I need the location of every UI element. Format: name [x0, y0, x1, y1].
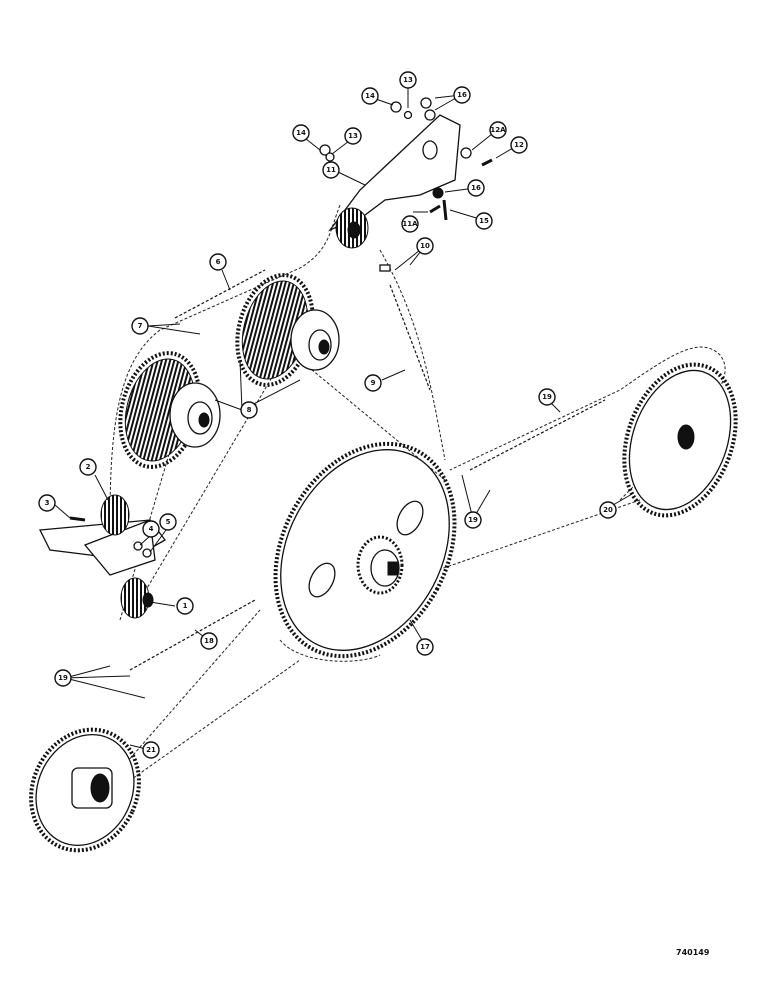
callout-13-left: 13	[344, 127, 362, 145]
svg-text:12A: 12A	[490, 126, 506, 134]
svg-text:17: 17	[420, 643, 430, 651]
svg-text:7: 7	[138, 322, 143, 330]
callout-12A: 12A	[489, 121, 507, 139]
callout-11A: 11A	[401, 215, 419, 233]
callout-11: 11	[322, 161, 340, 179]
clutch-sprocket-left	[118, 351, 221, 469]
svg-text:18: 18	[204, 637, 214, 645]
svg-text:19: 19	[468, 516, 478, 524]
svg-text:19: 19	[542, 393, 552, 401]
callout-9: 9	[364, 374, 382, 392]
sprocket-21	[29, 727, 141, 853]
svg-text:11: 11	[326, 166, 336, 174]
svg-text:21: 21	[146, 746, 156, 754]
svg-text:6: 6	[216, 258, 221, 266]
callout-13-top: 13	[399, 71, 417, 89]
callout-15: 15	[475, 212, 493, 230]
callout-2: 2	[79, 458, 97, 476]
callout-4: 4	[142, 520, 160, 538]
callout-18: 18	[200, 632, 218, 650]
callout-3: 3	[38, 494, 56, 512]
svg-text:16: 16	[471, 184, 481, 192]
svg-text:14: 14	[296, 129, 306, 137]
callout-19-right: 19	[464, 511, 482, 529]
svg-text:13: 13	[403, 76, 413, 84]
callout-1: 1	[176, 597, 194, 615]
svg-text:2: 2	[86, 463, 91, 471]
callout-6: 6	[209, 253, 227, 271]
sprocket-20	[622, 362, 738, 518]
callout-12: 12	[510, 136, 528, 154]
callout-19-left: 19	[54, 669, 72, 687]
svg-text:16: 16	[457, 91, 467, 99]
drive-bracket-assembly	[38, 494, 166, 619]
svg-text:8: 8	[247, 406, 252, 414]
svg-text:14: 14	[365, 92, 375, 100]
callout-16-top: 16	[453, 86, 471, 104]
callout-16-mid: 16	[467, 179, 485, 197]
callout-5: 5	[159, 513, 177, 531]
callout-19-mid: 19	[538, 388, 556, 406]
callout-17: 17	[416, 638, 434, 656]
svg-text:19: 19	[58, 674, 68, 682]
drawing-number: 740149	[676, 948, 710, 957]
chains	[129, 269, 606, 671]
callout-14-left: 14	[292, 124, 310, 142]
svg-text:5: 5	[166, 518, 171, 526]
svg-text:10: 10	[420, 242, 430, 250]
hardware	[69, 97, 493, 558]
callout-20: 20	[599, 501, 617, 519]
idler-bracket-11	[328, 114, 461, 249]
svg-text:3: 3	[45, 499, 50, 507]
callout-21: 21	[142, 741, 160, 759]
svg-text:20: 20	[603, 506, 613, 514]
clutch-sprocket-right	[235, 273, 340, 387]
svg-text:11A: 11A	[402, 220, 418, 228]
svg-text:1: 1	[183, 602, 188, 610]
svg-text:13: 13	[348, 132, 358, 140]
svg-text:4: 4	[149, 525, 154, 533]
callout-8: 8	[240, 401, 258, 419]
svg-text:12: 12	[514, 141, 524, 149]
large-sprocket-17	[273, 441, 457, 659]
callout-10: 10	[416, 237, 434, 255]
svg-text:9: 9	[371, 379, 376, 387]
callout-7: 7	[131, 317, 149, 335]
callout-14-top: 14	[361, 87, 379, 105]
svg-text:15: 15	[479, 217, 489, 225]
